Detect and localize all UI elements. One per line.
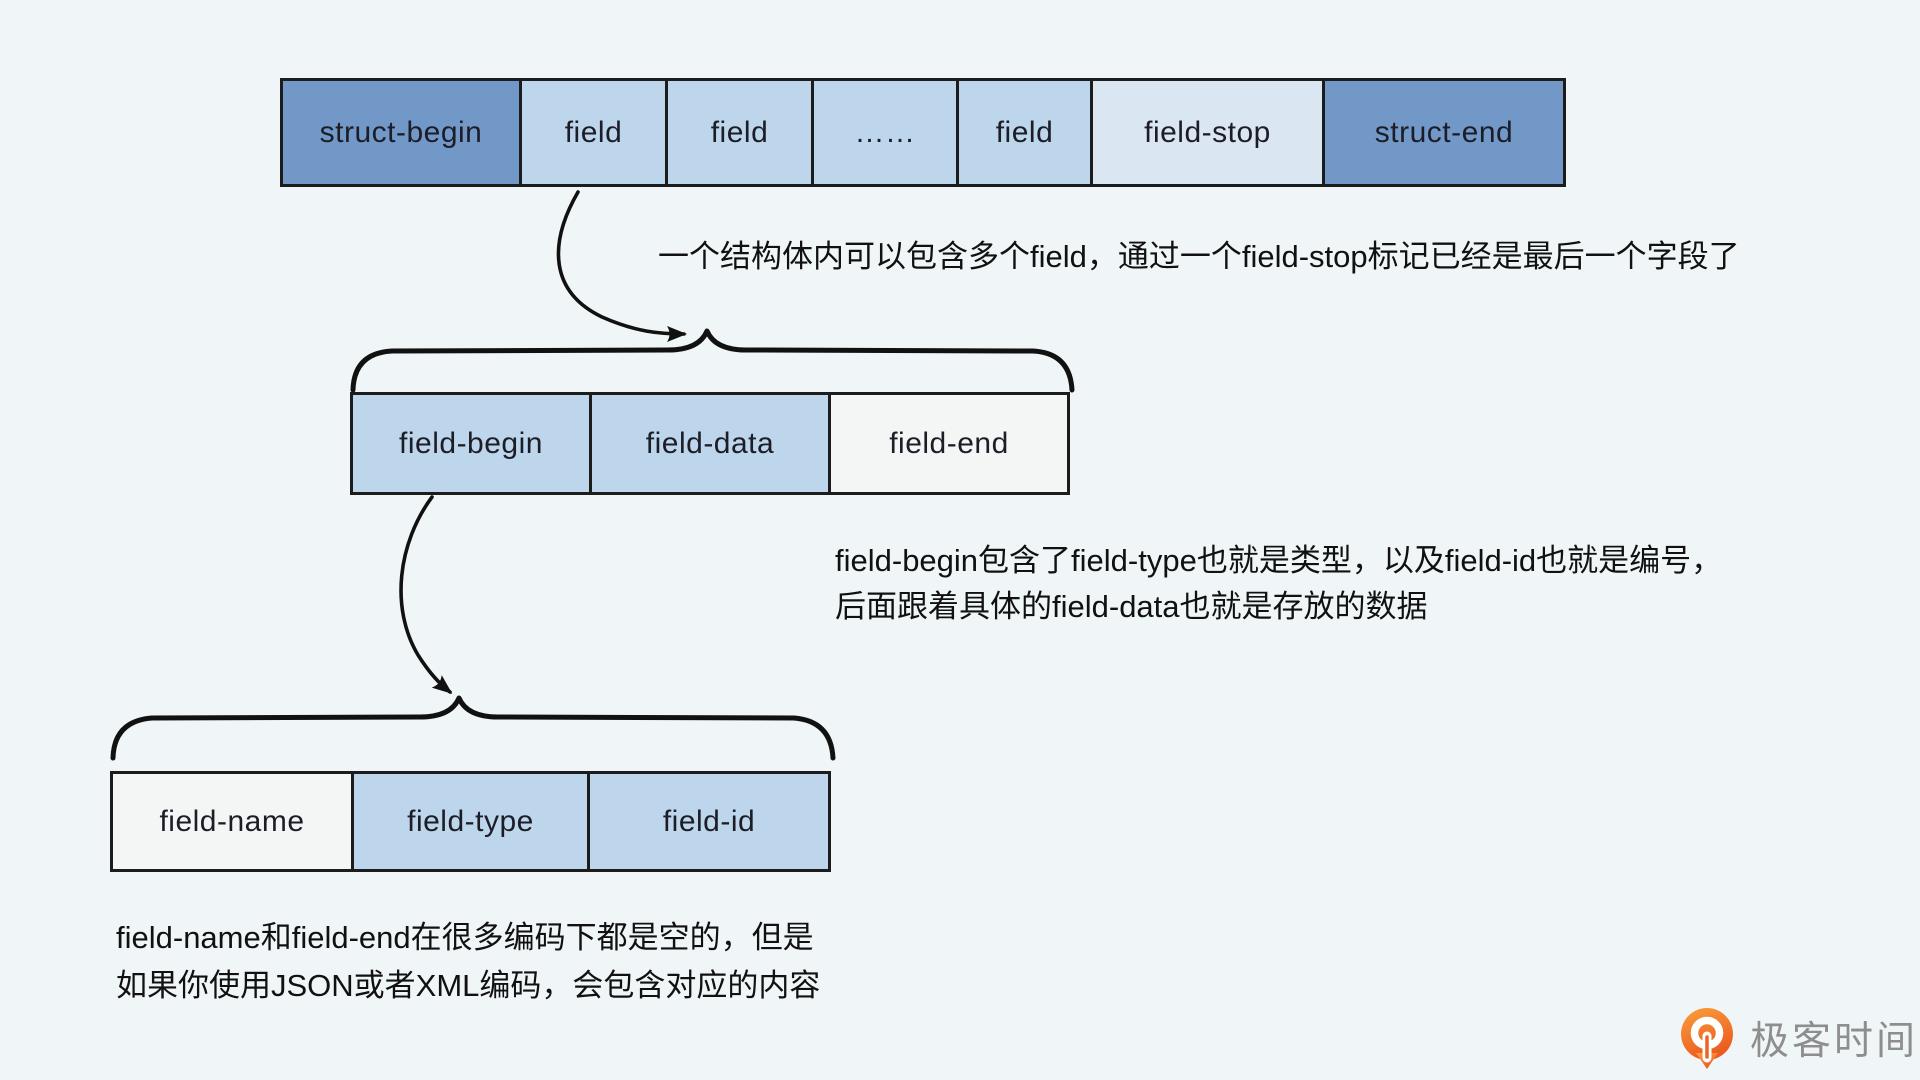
box-label: …… bbox=[854, 115, 916, 149]
box-label: field-data bbox=[645, 426, 775, 460]
annotation-line: field-begin包含了field-type也就是类型，以及field-id… bbox=[835, 543, 1723, 578]
annotation-field-name: field-name和field-end在很多编码下都是空的，但是 如果你使用J… bbox=[116, 914, 820, 1010]
geektime-logo-icon bbox=[1681, 1008, 1733, 1069]
geektime-logo-text: 极客时间 bbox=[1750, 1020, 1919, 1063]
box-field-name: field-name bbox=[110, 771, 354, 872]
box-label: field-end bbox=[889, 426, 1009, 460]
brace-field-structure bbox=[350, 328, 1075, 393]
box-field-stop: field-stop bbox=[1090, 78, 1325, 187]
field-structure-row: field-begin field-data field-end bbox=[350, 392, 1070, 495]
box-label: struct-end bbox=[1374, 115, 1514, 149]
box-label: field-id bbox=[662, 804, 756, 838]
field-begin-structure-row: field-name field-type field-id bbox=[110, 771, 831, 872]
box-label: field bbox=[710, 115, 769, 149]
box-field-id: field-id bbox=[587, 771, 831, 872]
box-label: field-stop bbox=[1144, 115, 1271, 149]
struct-encoding-row: struct-begin field field …… field field-… bbox=[280, 78, 1566, 187]
box-label: field bbox=[564, 115, 623, 149]
box-field-begin: field-begin bbox=[350, 392, 592, 495]
box-label: field-name bbox=[159, 804, 305, 838]
annotation-line: field-name和field-end在很多编码下都是空的，但是 bbox=[116, 920, 814, 955]
box-field-ellipsis: …… bbox=[811, 78, 959, 187]
box-field-2: field bbox=[665, 78, 814, 187]
box-label: field-begin bbox=[399, 426, 543, 460]
box-label: field-type bbox=[407, 804, 534, 838]
annotation-line: 后面跟着具体的field-data也就是存放的数据 bbox=[835, 589, 1428, 624]
annotation-line: 如果你使用JSON或者XML编码，会包含对应的内容 bbox=[116, 968, 821, 1003]
box-struct-end: struct-end bbox=[1322, 78, 1566, 187]
box-field-end: field-end bbox=[828, 392, 1070, 495]
box-field-3: field bbox=[956, 78, 1093, 187]
box-struct-begin: struct-begin bbox=[280, 78, 522, 187]
arrow-fieldbegin-to-structure bbox=[399, 495, 453, 694]
brace-field-begin-structure bbox=[110, 695, 836, 761]
box-label: struct-begin bbox=[319, 115, 483, 149]
annotation-line: 一个结构体内可以包含多个field，通过一个field-stop标记已经是最后一… bbox=[658, 239, 1740, 274]
box-field-type: field-type bbox=[351, 771, 590, 872]
annotation-field-stop: 一个结构体内可以包含多个field，通过一个field-stop标记已经是最后一… bbox=[658, 234, 1740, 280]
box-field-data: field-data bbox=[589, 392, 831, 495]
geektime-logo: 极客时间 bbox=[1678, 1006, 1918, 1070]
annotation-field-begin: field-begin包含了field-type也就是类型，以及field-id… bbox=[835, 538, 1722, 630]
box-field-1: field bbox=[519, 78, 668, 187]
box-label: field bbox=[995, 115, 1054, 149]
